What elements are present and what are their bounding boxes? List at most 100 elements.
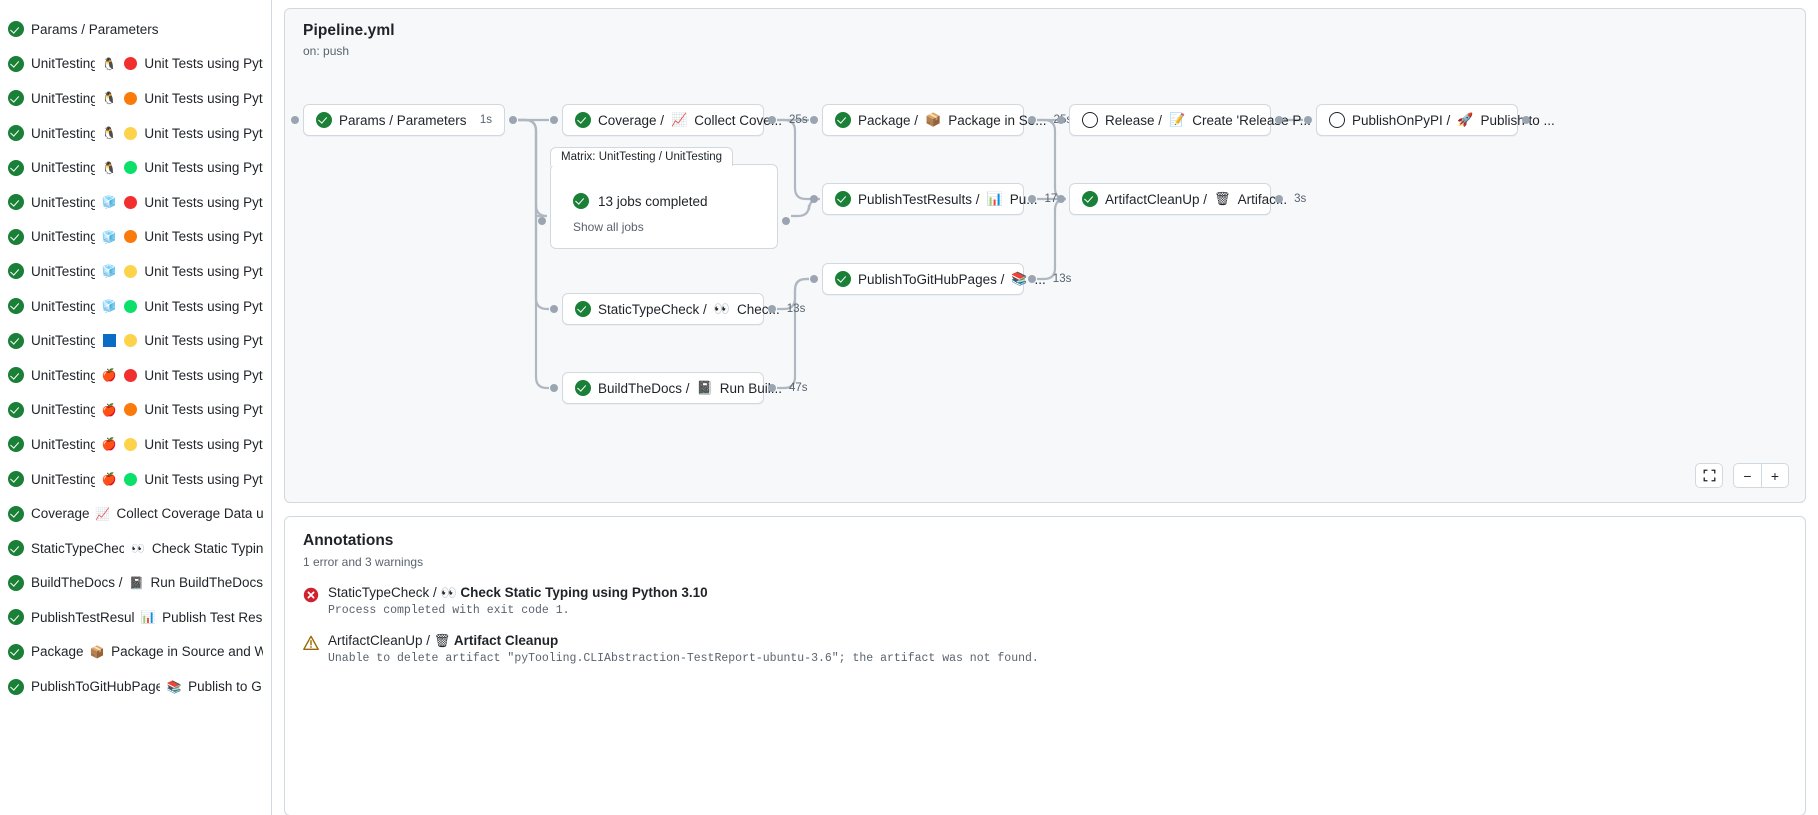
page-title: Pipeline.yml (303, 22, 395, 39)
orange-circle-icon (123, 403, 137, 417)
sidebar-job-task: Unit Tests using Pyth... (144, 436, 263, 452)
graph-node[interactable]: PublishTestResults / 📊Pu...17s (810, 183, 1063, 215)
graph-node[interactable]: PublishOnPyPI / 🚀Publish to ... (1304, 104, 1555, 136)
graph-node-emoji-icon: 📈 (671, 112, 688, 127)
graph-zoom-controls[interactable]: − + (1695, 463, 1789, 488)
chart-increasing-icon: 📈 (95, 506, 111, 521)
penguin-icon: 🐧 (101, 126, 117, 141)
graph-node-task: Collect Cove... (694, 112, 783, 128)
annotation-message: Unable to delete artifact "pyTooling.CLI… (328, 652, 1039, 665)
sidebar-job-item[interactable]: UnitTesting / 🐧Unit Tests using Pyth... (0, 116, 271, 151)
graph-header: Pipeline.yml on: push (285, 9, 1805, 58)
show-all-jobs-link[interactable]: Show all jobs (573, 220, 644, 234)
graph-node-emoji-icon: 🚀 (1457, 112, 1474, 127)
annotation-job-name: ArtifactCleanUp / (328, 633, 434, 648)
green-circle-icon (123, 299, 137, 313)
graph-node[interactable]: StaticTypeCheck / 👀Chec...13s (550, 293, 805, 325)
annotations-header: Annotations 1 error and 3 warnings (285, 517, 1805, 569)
fullscreen-icon[interactable] (1695, 463, 1723, 488)
job-success-icon (8, 505, 24, 522)
workflow-graph-panel[interactable]: Pipeline.yml on: push Params / Parameter… (284, 8, 1806, 503)
notebook-icon: 📓 (129, 575, 144, 590)
node-port-left (810, 195, 818, 203)
sidebar-job-item[interactable]: UnitTesting / 🍎Unit Tests using Pyth... (0, 462, 271, 497)
annotation-job: StaticTypeCheck / 👀 Check Static Typing … (328, 585, 708, 601)
graph-node[interactable]: Package / 📦Package in So...25s (810, 104, 1072, 136)
sidebar-job-item[interactable]: UnitTesting / 🐧Unit Tests using Pyth... (0, 81, 271, 116)
yellow-circle-icon (123, 264, 137, 278)
node-port-right (768, 384, 776, 392)
node-port-right (1028, 275, 1036, 283)
sidebar-job-item[interactable]: UnitTesting / Unit Tests using Pyth... (0, 323, 271, 358)
sidebar-job-item[interactable]: Package / 📦Package in Source and Wh... (0, 635, 271, 670)
sidebar-job-item[interactable]: UnitTesting / 🐧Unit Tests using Pyth... (0, 47, 271, 82)
sidebar-job-item[interactable]: PublishTestResults / 📊Publish Test Resu.… (0, 600, 271, 635)
books-icon: 📚 (166, 679, 182, 694)
eyes-icon: 👀 (130, 542, 145, 555)
node-port-right (1028, 116, 1036, 124)
graph-node-label: Coverage / (598, 112, 665, 128)
warning-icon (303, 635, 319, 651)
error-icon (303, 587, 319, 603)
matrix-group-label: Matrix: UnitTesting / UnitTesting (550, 147, 734, 166)
sidebar-job-item[interactable]: Coverage / 📈Collect Coverage Data usi... (0, 496, 271, 531)
job-queued-icon (1082, 112, 1098, 128)
sidebar-job-item[interactable]: UnitTesting / 🍎Unit Tests using Pyth... (0, 393, 271, 428)
zoom-in-button[interactable]: + (1761, 463, 1789, 488)
orange-circle-icon (123, 230, 137, 244)
graph-node-label: Package / (858, 112, 919, 128)
graph-node[interactable]: Coverage / 📈Collect Cove...25s (550, 104, 808, 136)
graph-node[interactable]: ArtifactCleanUp / 🗑Artifac...3s (1057, 183, 1306, 215)
sidebar-job-item[interactable]: UnitTesting / 🐧Unit Tests using Pyth... (0, 150, 271, 185)
job-success-icon (8, 471, 24, 488)
graph-node-task: Artifac... (1237, 191, 1288, 207)
sidebar-job-item[interactable]: UnitTesting / 🧊Unit Tests using Pyth... (0, 185, 271, 220)
sidebar-job-task: Publish Test Resu... (162, 609, 263, 625)
graph-node-label: PublishTestResults / (858, 191, 980, 207)
sidebar-job-item[interactable]: BuildTheDocs / 📓Run BuildTheDocs (0, 566, 271, 601)
sidebar-job-task: Unit Tests using Pyth... (144, 402, 263, 418)
zoom-out-button[interactable]: − (1733, 463, 1761, 488)
job-success-icon (8, 609, 24, 626)
sidebar-job-name: UnitTesting / (31, 194, 96, 210)
sidebar-job-task: Unit Tests using Pyth... (144, 160, 263, 176)
job-success-icon (8, 401, 24, 418)
annotations-title: Annotations (303, 532, 394, 549)
sidebar-job-task: Unit Tests using Pyth... (144, 125, 263, 141)
apple-icon: 🍎 (101, 402, 117, 417)
node-port-right (509, 116, 517, 124)
job-success-icon (8, 263, 24, 280)
sidebar-job-item[interactable]: UnitTesting / 🧊Unit Tests using Pyth... (0, 289, 271, 324)
sidebar-job-item[interactable]: PublishToGitHubPages / 📚Publish to G... (0, 669, 271, 704)
sidebar-job-item[interactable]: StaticTypeCheck / 👀Check Static Typing..… (0, 531, 271, 566)
sidebar-job-item[interactable]: Params / Parameters (0, 12, 271, 47)
sidebar-job-task: Unit Tests using Pyth... (144, 471, 263, 487)
penguin-icon: 🐧 (101, 91, 117, 106)
sidebar-job-item[interactable]: UnitTesting / 🧊Unit Tests using Pyth... (0, 220, 271, 255)
sidebar-job-item[interactable]: UnitTesting / 🍎Unit Tests using Pyth... (0, 427, 271, 462)
sidebar-job-item[interactable]: UnitTesting / 🍎Unit Tests using Pyth... (0, 358, 271, 393)
sidebar-job-name: UnitTesting / (31, 160, 96, 176)
bar-chart-icon: 📊 (140, 610, 156, 625)
job-success-icon (8, 298, 24, 315)
graph-node-emoji-icon: 📚 (1011, 271, 1028, 286)
graph-node[interactable]: Release / 📝Create 'Release P... (1057, 104, 1311, 136)
graph-node-emoji-icon: 📦 (925, 112, 942, 127)
sidebar-job-task: Unit Tests using Pyth... (144, 229, 263, 245)
graph-node[interactable]: BuildTheDocs / 📓Run Buil...47s (550, 372, 808, 404)
sidebar-job-task: Unit Tests using Pyth... (144, 333, 263, 349)
node-port-right (1522, 116, 1530, 124)
graph-node-emoji-icon: 🗑 (1214, 191, 1231, 206)
sidebar-job-name: UnitTesting / (31, 263, 96, 279)
sidebar-job-name: UnitTesting / (31, 471, 96, 487)
graph-node[interactable]: PublishToGitHubPages / 📚... 13s (810, 263, 1071, 295)
sidebar-job-item[interactable]: UnitTesting / 🧊Unit Tests using Pyth... (0, 254, 271, 289)
graph-node-label: Params / Parameters (339, 112, 467, 128)
